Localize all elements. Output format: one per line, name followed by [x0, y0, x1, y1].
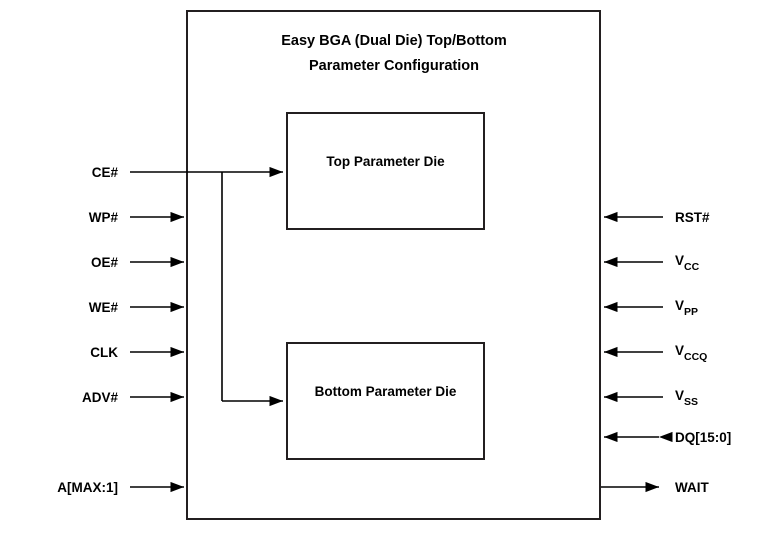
pin-label-vpp-base: V — [675, 298, 684, 313]
bottom-parameter-die-label: Bottom Parameter Die — [315, 384, 457, 399]
pin-label-oe: OE# — [91, 255, 119, 270]
pin-label-ce: CE# — [92, 165, 119, 180]
pin-label-we: WE# — [89, 300, 119, 315]
pin-label-vpp-subscript: PP — [684, 306, 698, 318]
pin-label-clk: CLK — [90, 345, 118, 360]
pin-label-vss-subscript: SS — [684, 396, 698, 408]
pin-label-vccq-subscript: CCQ — [684, 351, 707, 363]
pin-label-wait: WAIT — [675, 480, 709, 495]
pin-label-adv: ADV# — [82, 390, 119, 405]
pin-label-rst: RST# — [675, 210, 710, 225]
pin-label-vss: VSS — [675, 388, 698, 408]
pin-label-address-bus: A[MAX:1] — [57, 480, 118, 495]
bottom-parameter-die-box — [286, 342, 485, 460]
pin-label-vccq-base: V — [675, 343, 684, 358]
diagram-title-line2: Parameter Configuration — [309, 58, 479, 74]
top-parameter-die-box — [286, 112, 485, 230]
pin-label-wp: WP# — [89, 210, 119, 225]
top-parameter-die-label: Top Parameter Die — [326, 154, 445, 169]
pin-label-vccq: VCCQ — [675, 343, 707, 363]
pin-label-dq-bus: DQ[15:0] — [675, 430, 731, 445]
pin-label-vpp: VPP — [675, 298, 698, 318]
pin-label-vcc: VCC — [675, 253, 700, 273]
diagram-title-line1: Easy BGA (Dual Die) Top/Bottom — [281, 33, 507, 49]
pin-label-vss-base: V — [675, 388, 684, 403]
pin-label-vcc-subscript: CC — [684, 261, 700, 273]
pin-label-vcc-base: V — [675, 253, 684, 268]
